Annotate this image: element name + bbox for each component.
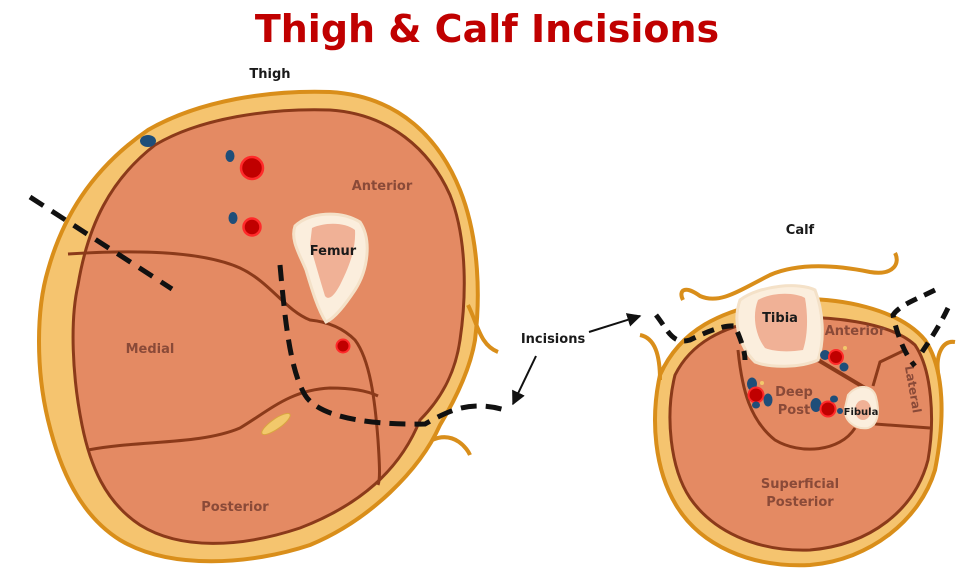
anterior-tibial-vein-2 — [839, 362, 849, 372]
thigh-muscle — [71, 108, 466, 545]
calf-cross-section: Calf Tibia Fibula — [639, 223, 956, 568]
incisions-annotation: Incisions — [512, 313, 642, 406]
thigh-septum-medial — [67, 250, 381, 486]
calf-septum-interosseous — [816, 358, 867, 390]
calf-superficial-posterior-label-line1: Superficial — [761, 477, 839, 492]
calf-lateral-incision-1 — [890, 287, 937, 368]
deep-femoral-artery — [242, 217, 262, 237]
posterior-tibial-vein-2 — [763, 393, 773, 407]
thigh-lateral-incision — [277, 264, 506, 427]
femur-label: Femur — [310, 244, 357, 259]
thigh-posterior-label: Posterior — [201, 500, 269, 515]
anterior-tibial-vein-1 — [820, 350, 830, 360]
incisions-label: Incisions — [521, 332, 586, 347]
calf-medial-incision — [654, 313, 748, 361]
incisions-arrow-calf — [588, 313, 642, 333]
thigh-skin-flap — [431, 304, 499, 456]
calf-lateral-incision-2 — [919, 306, 951, 354]
saphenous-vein — [140, 135, 156, 147]
peroneal-vein-2 — [830, 395, 838, 403]
femoral-artery — [239, 155, 265, 181]
calf-septum-lateral — [871, 348, 931, 430]
perforating-artery — [335, 338, 351, 354]
calf-superficial-posterior-label-line2: Posterior — [766, 495, 834, 510]
calf-deep-posterior-label-line2: Post — [778, 403, 810, 418]
calf-skin-flap-top — [679, 252, 899, 301]
calf-skin-flap-right — [935, 339, 956, 373]
thigh-medial-label: Medial — [126, 342, 175, 357]
fibula-label: Fibula — [844, 407, 879, 418]
sciatic-nerve — [261, 412, 291, 436]
peroneal-artery — [819, 400, 837, 418]
thigh-medial-incision — [28, 194, 174, 292]
anterior-tibial-artery — [828, 349, 844, 365]
posterior-tibial-artery — [747, 386, 765, 404]
femoral-vein — [225, 150, 235, 162]
thigh-septum-posterior — [87, 386, 379, 452]
thigh-anterior-label: Anterior — [352, 179, 413, 194]
thigh-label: Thigh — [249, 67, 290, 82]
calf-deep-posterior-label-line1: Deep — [775, 385, 813, 400]
deep-femoral-vein — [228, 212, 238, 224]
thigh-cross-section: Thigh Femur Anterior Medial Posterior — [28, 67, 506, 564]
calf-anterior-label: Anterior — [825, 324, 886, 339]
tibia-label: Tibia — [762, 311, 798, 326]
posterior-tibial-vein-3 — [752, 401, 760, 409]
calf-septum-deep — [736, 349, 857, 451]
deep-peroneal-nerve — [843, 346, 847, 350]
femur-marrow — [310, 223, 356, 298]
incisions-arrow-thigh — [512, 355, 537, 406]
peroneal-vein-1 — [810, 398, 822, 412]
calf-skin-flap-left — [639, 333, 662, 381]
fibula-marrow — [855, 400, 871, 420]
tibia-marrow — [754, 293, 808, 352]
calf-label: Calf — [786, 223, 815, 238]
peroneal-vein-3 — [837, 408, 843, 414]
diagram-title: Thigh & Calf Incisions — [255, 7, 719, 51]
tibial-nerve — [760, 381, 764, 385]
